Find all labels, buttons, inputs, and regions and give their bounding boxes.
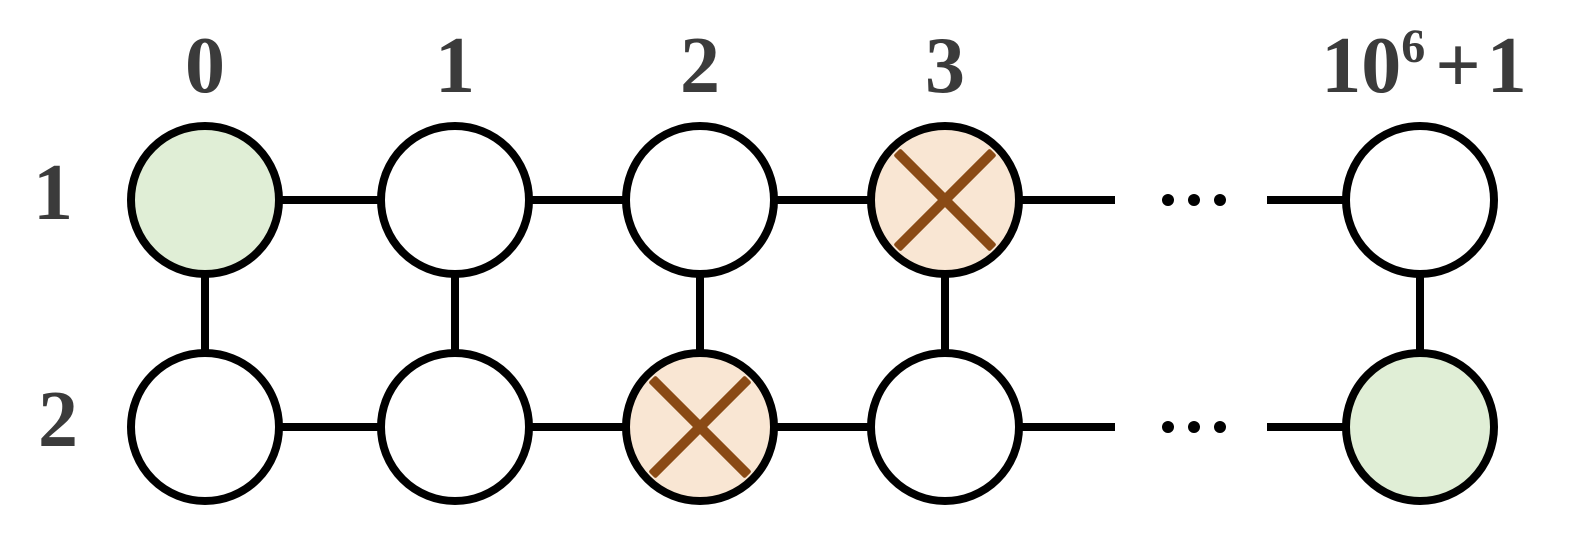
node-row2-col2 xyxy=(622,349,778,505)
node-row1-col2 xyxy=(622,122,778,278)
node-row2-col0 xyxy=(127,349,283,505)
last-column-operand: 1 xyxy=(1486,22,1527,110)
plus-operator: + xyxy=(1435,22,1481,110)
last-column-exponent: 6 xyxy=(1401,20,1426,73)
ellipsis-dot xyxy=(1214,421,1226,433)
edge-row1-col0-col1 xyxy=(205,196,455,204)
ellipsis-dot xyxy=(1162,194,1174,206)
edge-col3-row1-row2 xyxy=(941,200,949,427)
node-row1-col3 xyxy=(867,122,1023,278)
edge-row2-col1-col2 xyxy=(455,423,700,431)
node-row2-col3 xyxy=(867,349,1023,505)
edge-row2-col2-col3 xyxy=(700,423,945,431)
last-column-base: 10 xyxy=(1321,22,1402,110)
edge-col1-row1-row2 xyxy=(451,200,459,427)
column-label-0: 0 xyxy=(185,22,225,110)
node-row1-col1 xyxy=(377,122,533,278)
edge-collast-row1-row2 xyxy=(1416,200,1424,427)
column-label-2: 2 xyxy=(680,22,720,110)
column-label-3: 3 xyxy=(925,22,965,110)
edge-row1-col3-ellipsis xyxy=(945,196,1115,204)
column-label-1: 1 xyxy=(435,22,475,110)
edge-col0-row1-row2 xyxy=(201,200,209,427)
ellipsis-dot xyxy=(1214,194,1226,206)
node-row2-col-last xyxy=(1342,349,1498,505)
ellipsis-dot xyxy=(1188,194,1200,206)
edge-col2-row1-row2 xyxy=(696,200,704,427)
edge-row1-col2-col3 xyxy=(700,196,945,204)
node-row1-col0 xyxy=(127,122,283,278)
ellipsis-dot xyxy=(1162,421,1174,433)
column-label-last: 106+1 xyxy=(1321,23,1527,107)
row-label-1: 1 xyxy=(33,149,73,237)
node-row1-col-last xyxy=(1342,122,1498,278)
ellipsis-dot xyxy=(1188,421,1200,433)
edge-row2-col3-ellipsis xyxy=(945,423,1115,431)
edge-row1-col1-col2 xyxy=(455,196,700,204)
node-row2-col1 xyxy=(377,349,533,505)
row-label-2: 2 xyxy=(38,376,78,464)
edge-row2-col0-col1 xyxy=(205,423,455,431)
